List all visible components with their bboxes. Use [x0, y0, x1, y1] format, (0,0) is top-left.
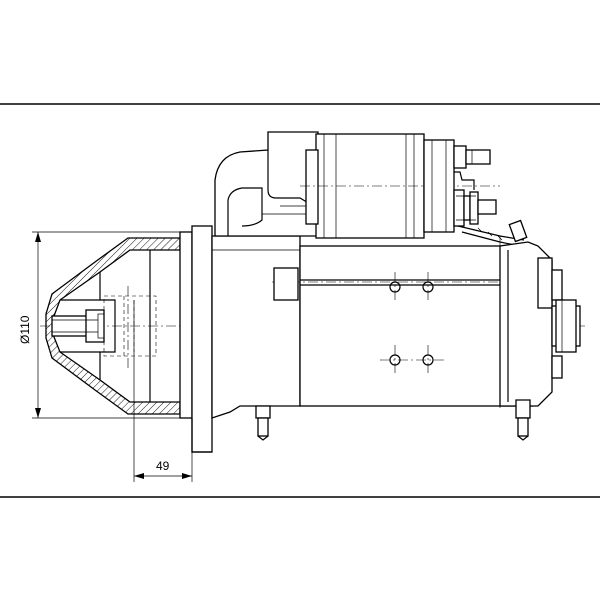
diameter-dimension [32, 231, 180, 419]
solenoid [300, 133, 500, 239]
diameter-label: Ø110 [18, 315, 32, 344]
pinion-shaft [51, 286, 157, 368]
solenoid-terminals [453, 145, 497, 227]
length-label: 49 [156, 459, 170, 473]
support-feet [255, 399, 531, 441]
connector-strap [457, 219, 528, 247]
pinion-housing [45, 237, 181, 415]
motor-yoke [272, 245, 548, 407]
mounting-flange [179, 225, 213, 453]
lever-housing [214, 131, 319, 237]
drive-end-housing [211, 235, 301, 419]
length-dimension [133, 300, 193, 482]
commutator-end-housing [499, 241, 581, 407]
brush-plate [273, 267, 299, 301]
